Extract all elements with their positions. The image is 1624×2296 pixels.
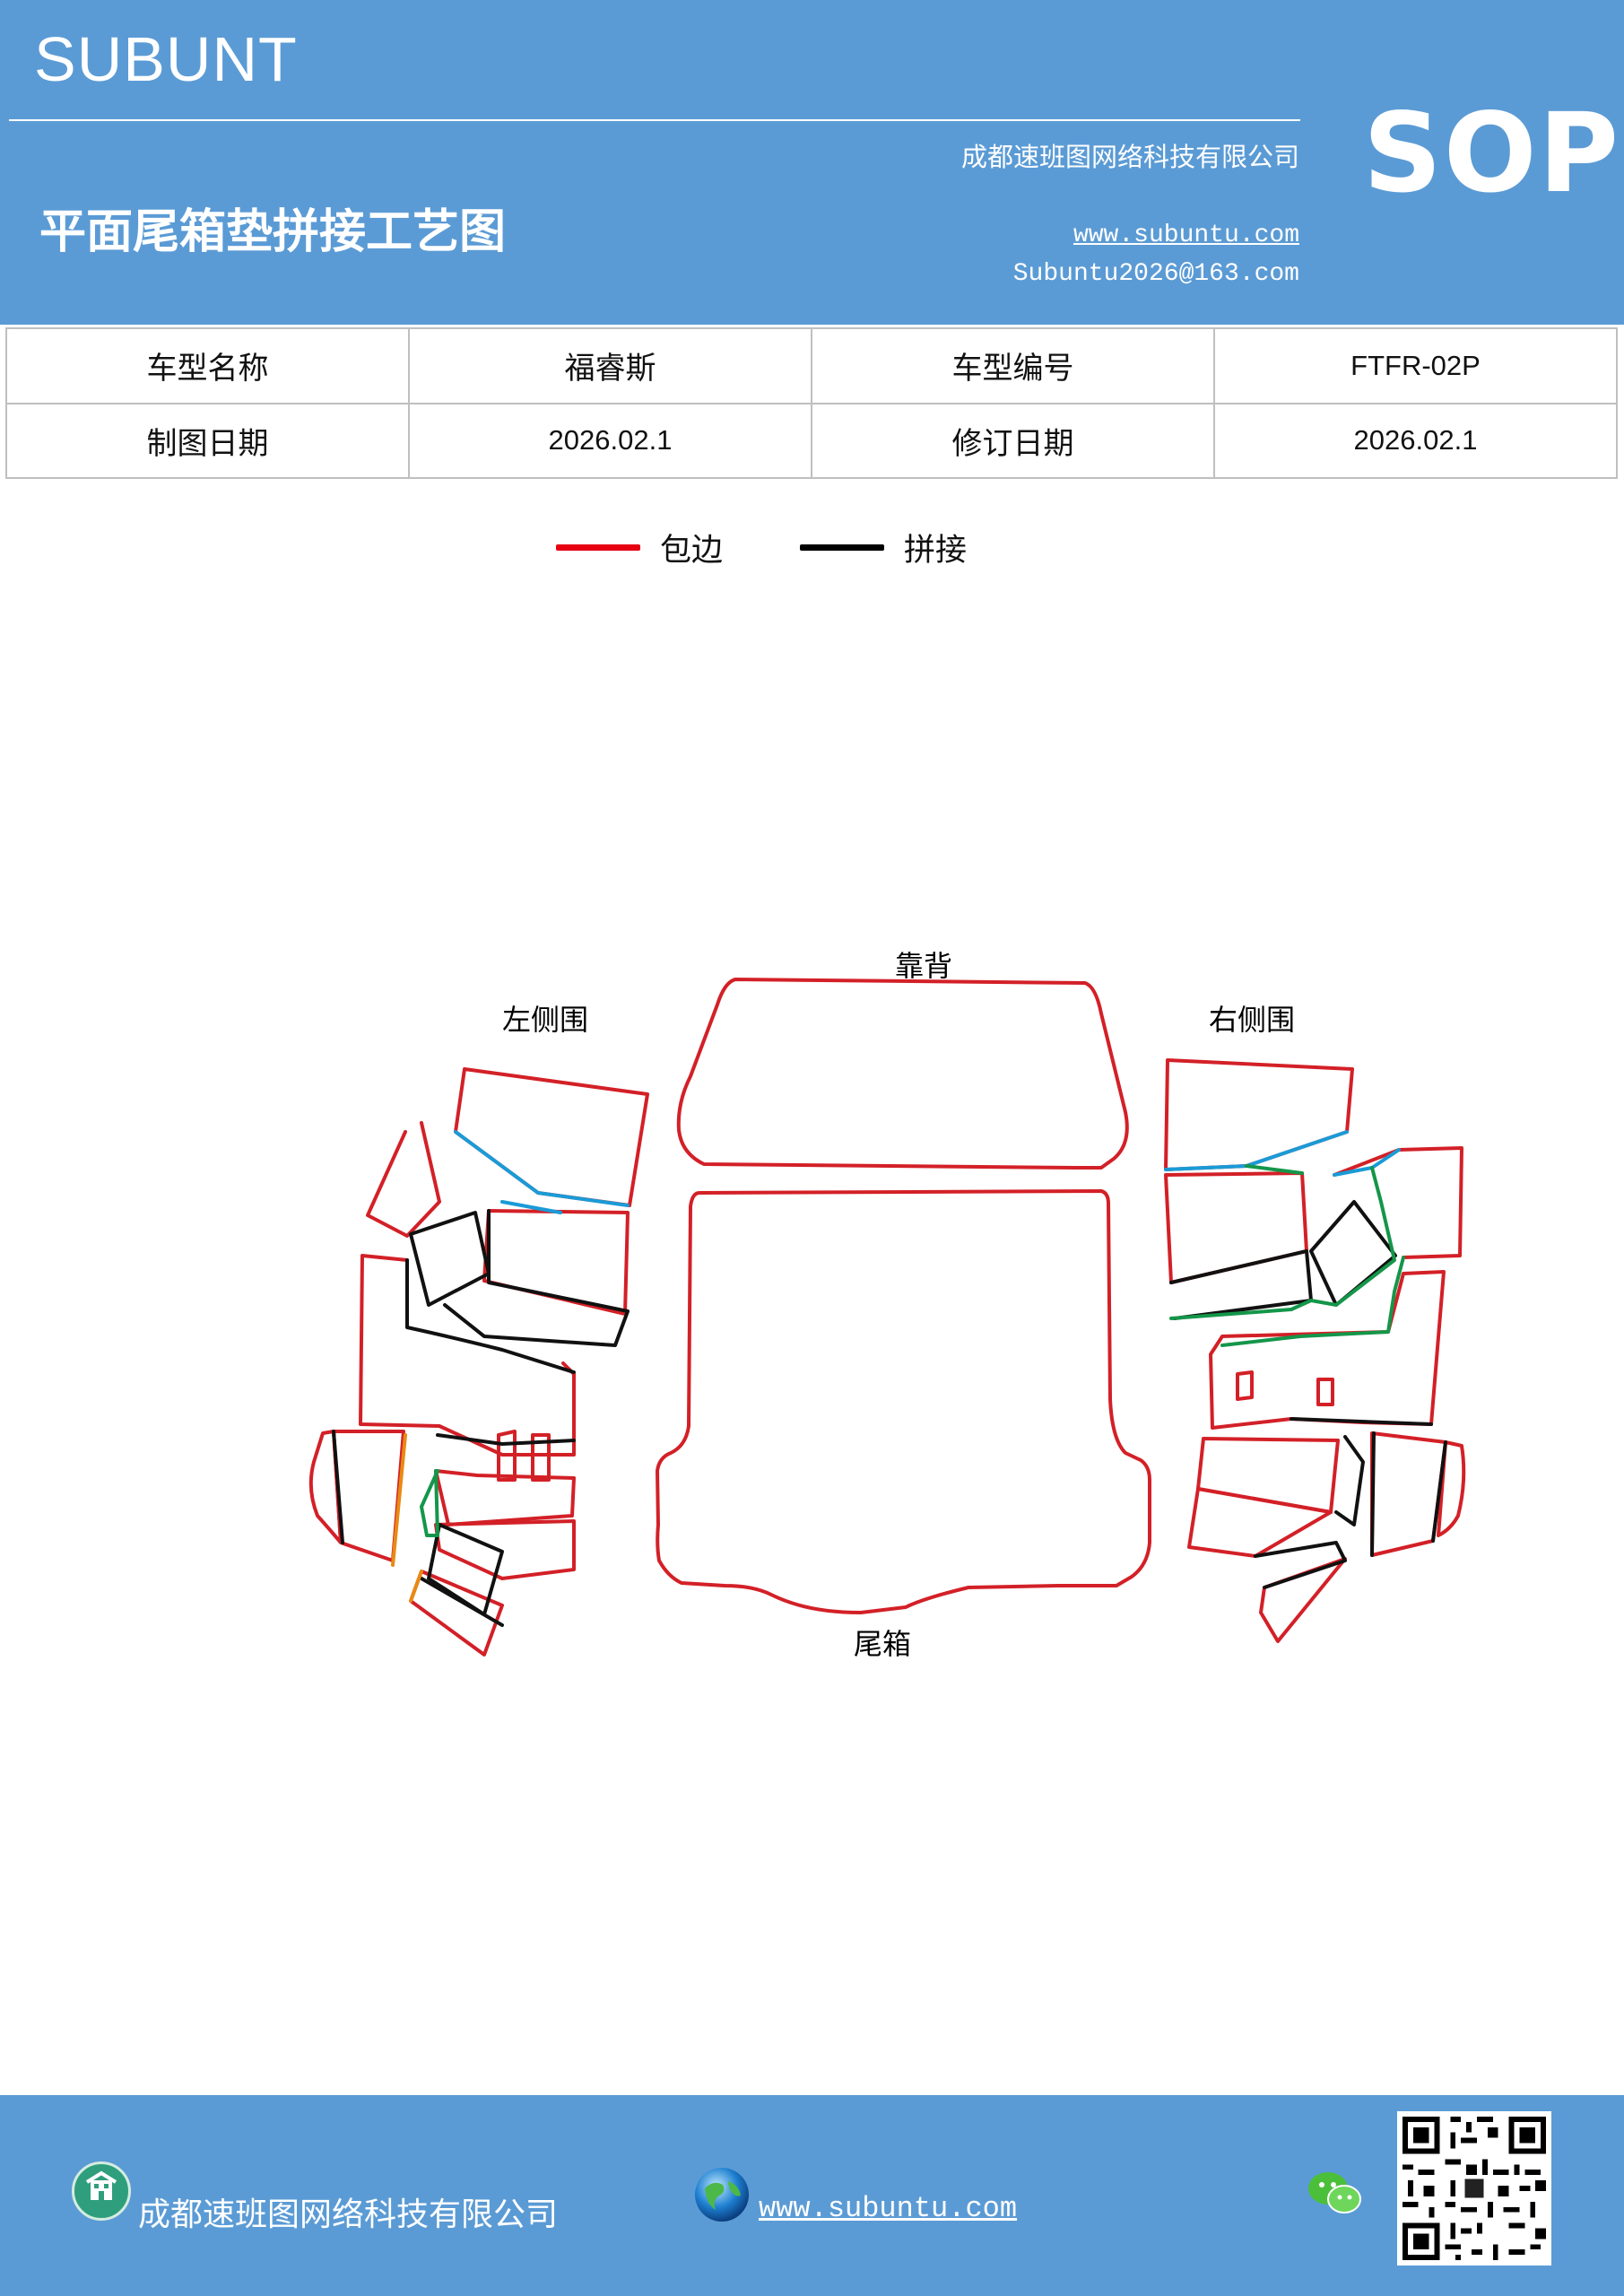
right-panel-corner [1437, 1440, 1466, 1537]
legend-swatch-black [800, 544, 884, 551]
legend-label-edge: 包边 [660, 532, 724, 569]
sop-label: SOP [1363, 90, 1620, 217]
right-panel-tip [1259, 1557, 1347, 1643]
value-cell-model-name: 福睿斯 [408, 327, 812, 404]
backrest-panel [676, 978, 1129, 1170]
label-backrest: 靠背 [895, 949, 953, 983]
footer-company: 成都速班图网络科技有限公司 [138, 2196, 559, 2233]
label-cell-model-code: 车型编号 [811, 327, 1215, 404]
qr-code[interactable] [1397, 2111, 1551, 2266]
header-email[interactable]: Subuntu2026@163.com [1012, 260, 1299, 288]
label-right-side: 右侧围 [1209, 1003, 1296, 1037]
wechat-icon[interactable] [1305, 2167, 1364, 2219]
right-panel-tab [1236, 1370, 1334, 1406]
right-seam-1 [1169, 1249, 1313, 1320]
footer-website-link[interactable]: www.subuntu.com [759, 2192, 1018, 2225]
table-row: 制图日期 2026.02.1 修订日期 2026.02.1 [5, 402, 1618, 479]
right-seam-4 [1334, 1435, 1365, 1526]
label-cell-model-name: 车型名称 [5, 327, 410, 404]
table-row: 车型名称 福睿斯 车型编号 FTFR-02P [5, 327, 1618, 404]
right-seam-3 [1370, 1431, 1447, 1557]
right-panel-edge [1333, 1146, 1463, 1259]
right-seam-6 [1290, 1417, 1433, 1426]
header-website-link[interactable]: www.subuntu.com [1073, 222, 1299, 249]
left-seam-4 [436, 1433, 576, 1446]
right-panel-top [1164, 1058, 1354, 1171]
building-icon [72, 2161, 131, 2221]
document-title: 平面尾箱垫拼接工艺图 [39, 204, 507, 259]
left-panel-bottom [434, 1469, 576, 1526]
label-left-side: 左侧围 [502, 1003, 589, 1037]
left-seam-7 [420, 1577, 504, 1627]
left-seam-blue [454, 1130, 630, 1214]
legend-item-edge: 包边 [556, 520, 723, 574]
left-panel-mid [482, 1209, 630, 1316]
brand-name: SUBUNT [34, 24, 298, 94]
left-panel-tab [497, 1430, 551, 1482]
legend-label-seam: 拼接 [904, 532, 968, 569]
left-panel-foot [434, 1519, 576, 1580]
left-seam-orange [391, 1433, 423, 1603]
vehicle-info-table: 车型名称 福睿斯 车型编号 FTFR-02P 制图日期 2026.02.1 修订… [5, 327, 1618, 479]
label-cell-draw-date: 制图日期 [5, 402, 410, 479]
value-cell-draw-date: 2026.02.1 [408, 402, 812, 479]
right-seam-5 [1254, 1541, 1347, 1589]
left-panel-edge [366, 1121, 441, 1238]
left-seam-green [420, 1469, 439, 1537]
label-cell-revision-date: 修订日期 [811, 402, 1215, 479]
globe-icon [692, 2165, 751, 2224]
label-trunk: 尾箱 [854, 1627, 912, 1661]
right-seam-green [1169, 1164, 1405, 1347]
left-seam-1 [409, 1211, 491, 1307]
value-cell-model-code: FTFR-02P [1213, 327, 1618, 404]
trunk-floor-panel [656, 1189, 1151, 1614]
left-seam-5 [332, 1430, 344, 1544]
right-seam-2 [1309, 1200, 1397, 1307]
footer-banner: 成都速班图网络科技有限公司 www.subuntu.com [0, 2095, 1624, 2296]
left-panel-top [454, 1067, 649, 1207]
left-seam-2 [443, 1209, 630, 1347]
header-banner: SUBUNT SOP 成都速班图网络科技有限公司 平面尾箱垫拼接工艺图 www.… [0, 0, 1624, 325]
left-panel-tip [409, 1570, 504, 1657]
right-seam-blue [1164, 1130, 1401, 1177]
legend-item-seam: 拼接 [800, 520, 967, 574]
legend-swatch-red [556, 544, 640, 551]
header-divider [9, 119, 1300, 121]
value-cell-revision-date: 2026.02.1 [1213, 402, 1618, 479]
header-company: 成都速班图网络科技有限公司 [960, 142, 1299, 172]
left-seam-3 [405, 1258, 576, 1374]
